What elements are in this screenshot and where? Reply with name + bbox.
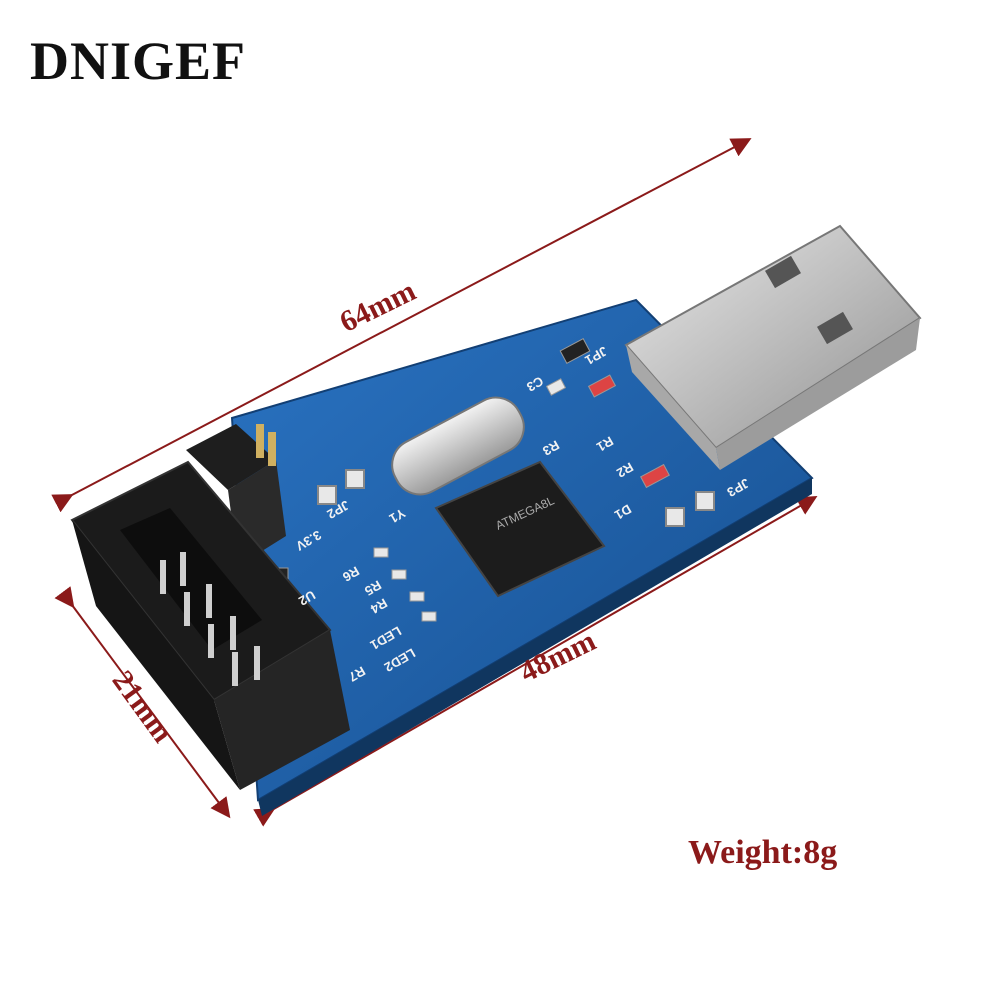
label-d1: D1 — [612, 501, 634, 522]
label-r7: R7 — [346, 663, 368, 684]
dimension-arrow-board — [253, 496, 818, 827]
label-r1: R1 — [594, 433, 616, 454]
mcu-chip: ATMEGA8L — [434, 460, 606, 598]
label-y1: Y1 — [387, 505, 408, 526]
label-r5: R5 — [362, 577, 384, 598]
dimension-arrow-width — [54, 586, 231, 819]
usb-connector — [624, 224, 922, 470]
pin-headers — [317, 469, 715, 527]
label-c3: C3 — [524, 373, 546, 394]
weight-label: Weight:8g — [688, 834, 838, 871]
label-u2: U2 — [296, 587, 318, 608]
label-r3: R3 — [540, 437, 562, 458]
dimension-arrow-length — [51, 138, 752, 513]
label-r2: R2 — [614, 459, 636, 480]
brand-logo: DNIGEF — [30, 31, 247, 91]
isp-connector — [70, 460, 350, 790]
crystal-oscillator — [391, 396, 525, 496]
label-r6: R6 — [340, 563, 362, 584]
